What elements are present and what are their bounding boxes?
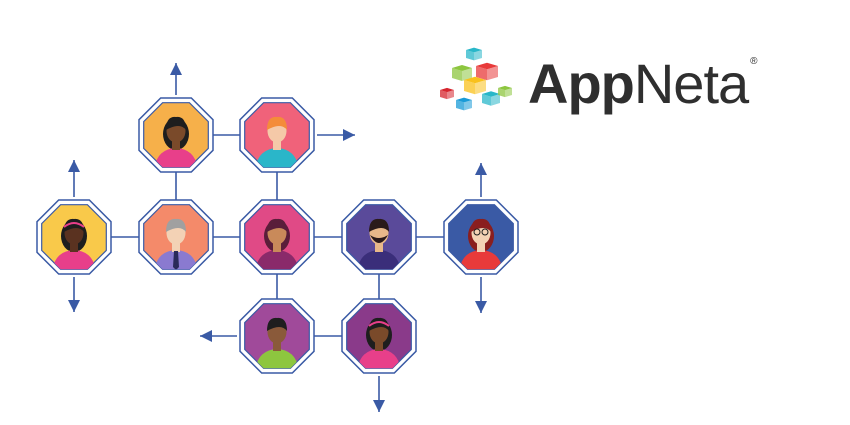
cube-red-small	[440, 87, 454, 100]
network-arrows	[68, 63, 487, 412]
person-node	[239, 199, 315, 275]
person-node	[239, 298, 315, 374]
network-nodes	[36, 97, 519, 374]
avatar-icon	[255, 317, 299, 369]
person-node	[341, 199, 417, 275]
appneta-cubes-logo-icon	[440, 47, 512, 111]
avatar-icon	[255, 218, 299, 270]
avatar-icon	[154, 116, 198, 168]
arrow-icon	[475, 163, 487, 197]
avatar-icon	[52, 218, 96, 270]
appneta-logo: AppNeta®	[436, 44, 826, 124]
arrow-icon	[373, 376, 385, 412]
avatar-icon	[357, 317, 401, 369]
person-node	[443, 199, 519, 275]
wordmark-app: App	[528, 52, 635, 115]
cube-teal	[466, 47, 482, 61]
person-node	[138, 199, 214, 275]
cube-green-small	[498, 85, 512, 98]
arrow-icon	[68, 277, 80, 312]
person-node	[36, 199, 112, 275]
avatar-icon	[357, 218, 401, 270]
person-node	[138, 97, 214, 173]
avatar-icon	[255, 116, 299, 168]
cube-teal-small	[482, 91, 500, 106]
registered-mark: ®	[750, 56, 757, 67]
cube-green	[452, 65, 472, 81]
arrow-icon	[170, 63, 182, 95]
wordmark-neta: Neta	[633, 52, 749, 115]
person-node	[239, 97, 315, 173]
appneta-wordmark: AppNeta®	[528, 44, 758, 124]
arrow-icon	[68, 160, 80, 197]
arrow-icon	[200, 330, 237, 342]
avatar-icon	[459, 218, 503, 270]
arrow-icon	[317, 129, 355, 141]
arrow-icon	[475, 277, 487, 313]
cube-yellow	[464, 76, 486, 95]
cube-blue	[456, 97, 472, 111]
cube-red	[476, 62, 498, 81]
person-node	[341, 298, 417, 374]
avatar-icon	[154, 218, 198, 270]
